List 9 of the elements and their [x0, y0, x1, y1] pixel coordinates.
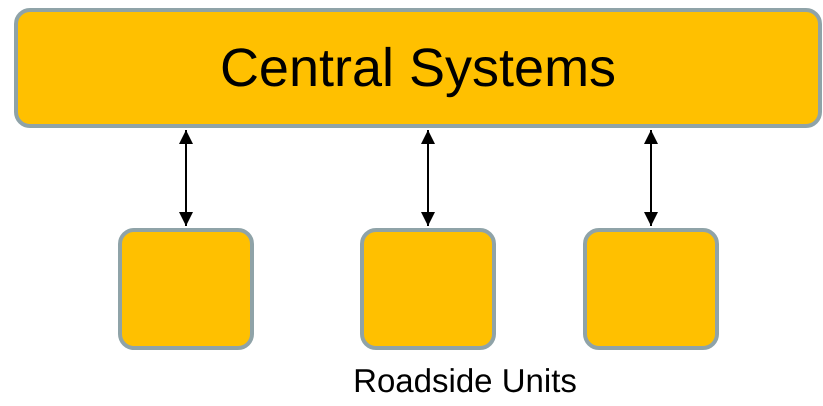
system-box — [14, 8, 822, 128]
double-arrow — [179, 130, 193, 226]
unit-box — [583, 228, 719, 350]
box-title: Central Systems — [220, 37, 616, 99]
unit-box — [360, 228, 496, 350]
double-arrow — [644, 130, 658, 226]
unit-box — [118, 228, 254, 350]
double-arrow — [421, 130, 435, 226]
group-label: Roadside Units — [353, 362, 577, 400]
